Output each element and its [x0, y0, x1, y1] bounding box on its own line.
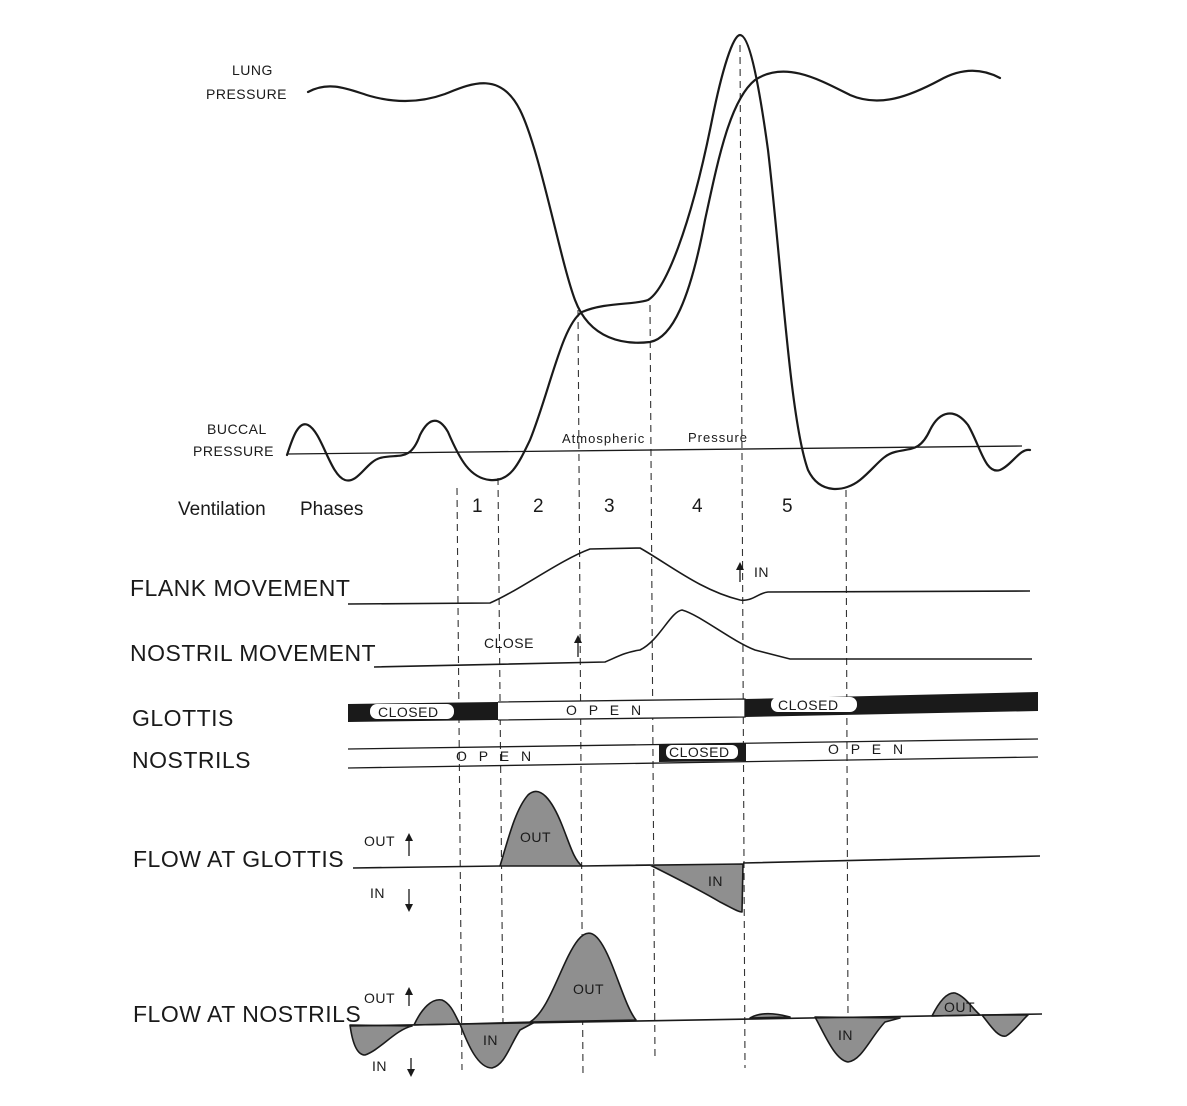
flank-in-label: IN [754, 564, 769, 580]
nostrils-open-1: O P E N [456, 748, 535, 764]
flow-glottis-in-area-label: IN [708, 873, 723, 889]
glottis-bar [348, 692, 1038, 722]
flow-nostrils-out-area-2 [931, 992, 981, 1017]
nostril-movement-trace [373, 609, 1032, 668]
flow-nostrils-label: FLOW AT NOSTRILS [133, 1001, 361, 1027]
flow-nostrils-out-area-0 [413, 999, 461, 1026]
flow-nostrils-out-area-label-2: OUT [944, 999, 975, 1015]
flow-glottis-out-area [499, 790, 583, 867]
phase-boundaries [456, 44, 849, 1076]
flank-in-arrow-icon [736, 562, 744, 582]
nostril-close-arrow-icon [574, 635, 582, 657]
flow-nostrils-in-arrow-icon [407, 1058, 415, 1077]
flow-glottis-out-label: OUT [364, 833, 395, 849]
nostrils-open-2: O P E N [828, 741, 907, 757]
flow-glottis-out-area-label: OUT [520, 829, 551, 845]
flow-nostrils-baseline [349, 1013, 1043, 1027]
atmospheric-label: Atmospheric [562, 431, 645, 446]
flow-glottis-in-label: IN [370, 885, 385, 901]
flow-glottis-in-area [581, 863, 744, 913]
lung-pressure-label-2: PRESSURE [206, 86, 287, 102]
flow-nostrils-in-area-0 [349, 1024, 413, 1056]
flow-nostrils-in-area-label-1: IN [483, 1032, 498, 1048]
flow-nostrils-out-area-1 [529, 932, 637, 1023]
lung-pressure-curve [306, 69, 1002, 344]
glottis-closed-1: CLOSED [378, 704, 439, 720]
phase-label-2: 2 [533, 496, 544, 517]
flow-nostrils-out-arrow-icon [405, 987, 413, 1006]
atmospheric-pressure-line [286, 445, 1023, 455]
flow-nostrils-in-area-3 [981, 1014, 1029, 1037]
nostril-close-label: CLOSE [484, 635, 534, 651]
buccal-pressure-label: BUCCAL [207, 421, 267, 437]
phase-label-5: 5 [782, 496, 793, 517]
flow-glottis-baseline [352, 855, 1041, 869]
buccal-pressure-label-2: PRESSURE [193, 443, 274, 459]
flank-movement-trace [347, 547, 1031, 605]
flow-nostrils-in-label: IN [372, 1058, 387, 1074]
flow-glottis-label: FLOW AT GLOTTIS [133, 846, 344, 872]
glottis-closed-2: CLOSED [778, 697, 839, 713]
nostril-movement-label: NOSTRIL MOVEMENT [130, 640, 376, 666]
nostrils-bar [347, 738, 1039, 769]
phase-label-4: 4 [692, 496, 703, 517]
ventilation-phases-title-2: Phases [300, 499, 363, 520]
glottis-open: O P E N [566, 702, 645, 718]
nostrils-label: NOSTRILS [132, 747, 251, 773]
flow-nostrils-in-area-1 [459, 1021, 536, 1069]
phase-boundary-6 [845, 489, 849, 1021]
buccal-pressure-curve [285, 33, 1032, 491]
flow-glottis-in-arrow-icon [405, 889, 413, 912]
phase-label-1: 1 [472, 496, 483, 517]
flow-nostrils-out-area-label-1: OUT [573, 981, 604, 997]
flow-nostrils-in-area-label-2: IN [838, 1027, 853, 1043]
ventilation-phases-title: Ventilation [178, 499, 266, 520]
nostrils-closed: CLOSED [669, 744, 730, 760]
phase-boundary-4 [649, 304, 656, 1061]
flow-nostrils-out-label: OUT [364, 990, 395, 1006]
lung-pressure-label: LUNG [232, 62, 273, 78]
atmospheric-label-2: Pressure [688, 430, 748, 445]
phase-label-3: 3 [604, 496, 615, 517]
glottis-label: GLOTTIS [132, 705, 234, 731]
flow-nostrils-out-area-small [749, 1012, 791, 1019]
phase-boundary-1 [456, 487, 463, 1071]
flank-movement-label: FLANK MOVEMENT [130, 575, 350, 601]
flow-glottis-out-arrow-icon [405, 833, 413, 856]
phase-boundary-5 [739, 44, 746, 1069]
flow-nostrils-in-area-2 [814, 1016, 901, 1063]
